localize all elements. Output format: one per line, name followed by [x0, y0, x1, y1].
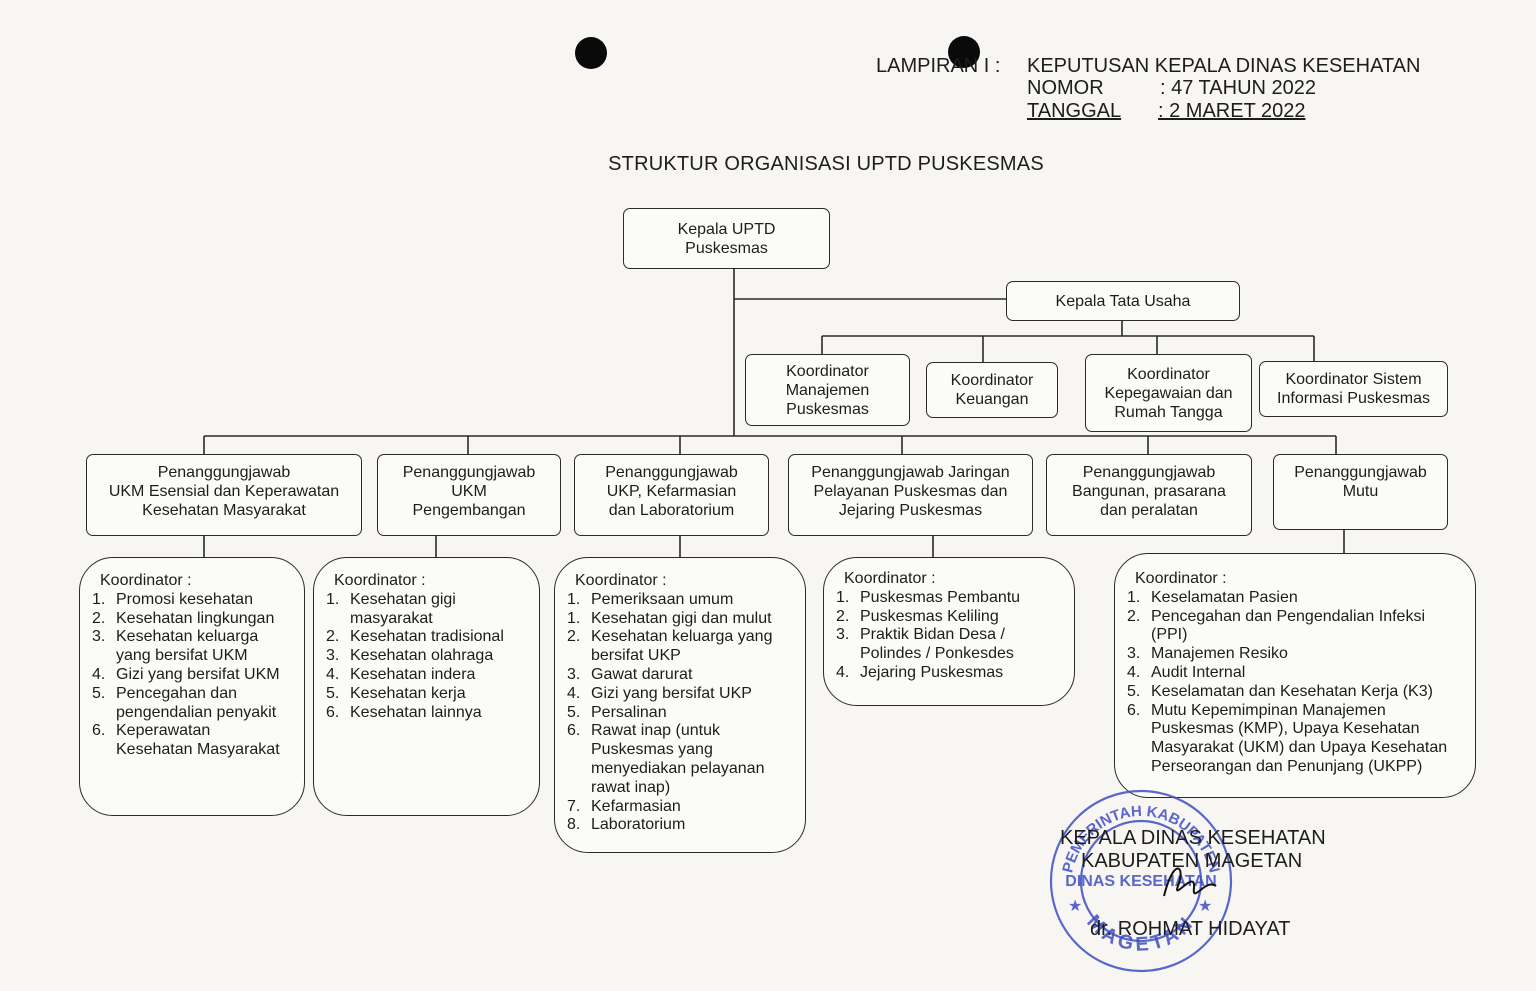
- list-item: 2.Pencegahan dan Pengendalian Infeksi (P…: [1127, 607, 1425, 644]
- list-item: 2.Puskesmas Keliling: [836, 607, 999, 625]
- list-item: 3.Kesehatan keluarga yang bersifat UKM: [92, 628, 259, 665]
- coordinator-items: 1.Keselamatan Pasien 2.Pencegahan dan Pe…: [1127, 589, 1467, 777]
- coordinator-keuangan-box: Koordinator Keuangan: [926, 362, 1058, 418]
- list-item: 2.Kesehatan keluarga yang bersifat UKP: [567, 628, 773, 665]
- punch-hole-right: [948, 36, 980, 68]
- coordinator-list-ukp: Koordinator : 1.Pemeriksaan umum 1.Keseh…: [554, 557, 806, 853]
- svg-text:★: ★: [1198, 896, 1212, 915]
- list-item: 1.Puskesmas Pembantu: [836, 588, 1021, 606]
- list-item: 4.Gizi yang bersifat UKP: [567, 684, 752, 702]
- list-item: 4.Kesehatan indera: [326, 665, 476, 683]
- coordinator-list-title: Koordinator :: [575, 572, 667, 589]
- coordinator-items: 1.Puskesmas Pembantu 2.Puskesmas Kelilin…: [836, 589, 1066, 683]
- nomor-label: NOMOR: [1027, 77, 1104, 99]
- list-item: 4.Jejaring Puskesmas: [836, 663, 1004, 681]
- unit-bangunan-box: Penanggungjawab Bangunan, prasarana dan …: [1046, 454, 1252, 536]
- list-item: 5.Kesehatan kerja: [326, 684, 466, 702]
- list-item: 1.Keselamatan Pasien: [1127, 588, 1298, 606]
- tanggal-value: : 2 MARET 2022: [1158, 100, 1306, 122]
- signature-region: KABUPATEN MAGETAN: [1081, 850, 1303, 872]
- official-stamp: PEMERINTAH KABUPATEN DINAS KESEHATAN MAG…: [1049, 789, 1233, 973]
- coordinator-items: 1.Pemeriksaan umum 1.Kesehatan gigi dan …: [567, 591, 797, 835]
- list-item: 2.Kesehatan lingkungan: [92, 609, 275, 627]
- list-item: 6.Kesehatan lainnya: [326, 703, 482, 721]
- coordinator-manajemen-box: Koordinator Manajemen Puskesmas: [745, 354, 910, 426]
- list-item: 3.Kesehatan olahraga: [326, 647, 494, 665]
- signature-name: dr. ROHMAT HIDAYAT: [1090, 918, 1291, 940]
- coordinator-list-ukm-esensial: Koordinator : 1.Promosi kesehatan 2.Kese…: [79, 557, 305, 816]
- nomor-value: : 47 TAHUN 2022: [1160, 77, 1317, 99]
- list-item: 1.Kesehatan gigi masyarakat: [326, 590, 456, 627]
- list-item: 4.Audit Internal: [1127, 663, 1246, 681]
- coordinator-list-title: Koordinator :: [1135, 570, 1227, 587]
- coordinator-items: 1.Promosi kesehatan 2.Kesehatan lingkung…: [92, 591, 296, 760]
- list-item: 2.Kesehatan tradisional: [326, 628, 504, 646]
- tanggal-label: TANGGAL: [1027, 100, 1122, 122]
- coordinator-list-title: Koordinator :: [844, 570, 936, 587]
- coordinator-list-jaringan: Koordinator : 1.Puskesmas Pembantu 2.Pus…: [823, 557, 1075, 706]
- unit-ukp-box: Penanggungjawab UKP, Kefarmasian dan Lab…: [574, 454, 769, 536]
- list-item: 5.Persalinan: [567, 703, 667, 721]
- signature-title: KEPALA DINAS KESEHATAN: [1060, 827, 1326, 849]
- signature-scribble: [1163, 867, 1217, 897]
- coordinator-items: 1.Kesehatan gigi masyarakat 2.Kesehatan …: [326, 591, 531, 723]
- coordinator-list-title: Koordinator :: [334, 572, 426, 589]
- unit-mutu-box: Penanggungjawab Mutu: [1273, 454, 1448, 530]
- tata-usaha-box: Kepala Tata Usaha: [1006, 281, 1240, 321]
- unit-jaringan-box: Penanggungjawab Jaringan Pelayanan Puske…: [788, 454, 1033, 536]
- list-item: 5.Pencegahan dan pengendalian penyakit: [92, 684, 277, 721]
- head-box: Kepala UPTD Puskesmas: [623, 208, 830, 269]
- list-item: 5.Keselamatan dan Kesehatan Kerja (K3): [1127, 682, 1433, 700]
- list-item: 3.Praktik Bidan Desa / Polindes / Ponkes…: [836, 626, 1014, 663]
- list-item: 1.Pemeriksaan umum: [567, 590, 734, 608]
- list-item: 6.Mutu Kepemimpinan Manajemen Puskesmas …: [1127, 701, 1448, 775]
- list-item: 3.Gawat darurat: [567, 665, 693, 683]
- list-item: 1.Kesehatan gigi dan mulut: [567, 609, 772, 627]
- svg-text:★: ★: [1068, 896, 1082, 915]
- page-title: STRUKTUR ORGANISASI UPTD PUSKESMAS: [608, 153, 1044, 175]
- list-item: 6.Keperawatan Kesehatan Masyarakat: [92, 722, 280, 759]
- punch-hole-left: [575, 37, 607, 69]
- list-item: 7.Kefarmasian: [567, 797, 681, 815]
- coordinator-sistem-informasi-box: Koordinator Sistem Informasi Puskesmas: [1259, 361, 1448, 417]
- coordinator-list-mutu: Koordinator : 1.Keselamatan Pasien 2.Pen…: [1114, 553, 1476, 798]
- lampiran-value: KEPUTUSAN KEPALA DINAS KESEHATAN: [1027, 55, 1421, 77]
- unit-ukm-pengembangan-box: Penanggungjawab UKM Pengembangan: [377, 454, 561, 536]
- coordinator-list-title: Koordinator :: [100, 572, 192, 589]
- lampiran-label: LAMPIRAN I :: [876, 55, 1001, 77]
- list-item: 4.Gizi yang bersifat UKM: [92, 665, 280, 683]
- list-item: 3.Manajemen Resiko: [1127, 645, 1288, 663]
- unit-ukm-esensial-box: Penanggungjawab UKM Esensial dan Keperaw…: [86, 454, 362, 536]
- coordinator-list-ukm-pengembangan: Koordinator : 1.Kesehatan gigi masyaraka…: [313, 557, 540, 816]
- list-item: 8.Laboratorium: [567, 816, 686, 834]
- coordinator-kepegawaian-box: Koordinator Kepegawaian dan Rumah Tangga: [1085, 354, 1252, 432]
- list-item: 6.Rawat inap (untuk Puskesmas yang menye…: [567, 722, 765, 796]
- list-item: 1.Promosi kesehatan: [92, 590, 253, 608]
